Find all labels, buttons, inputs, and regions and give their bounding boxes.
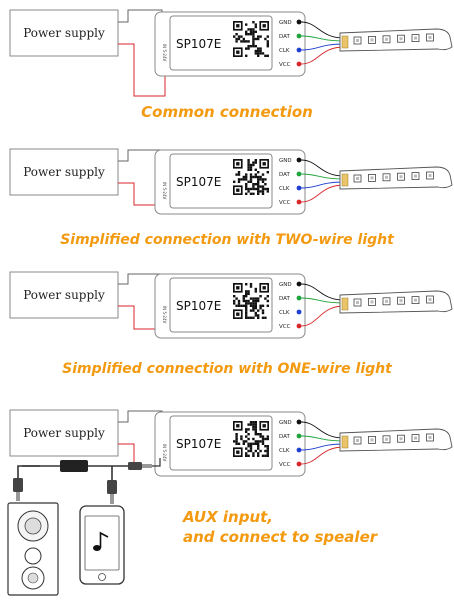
controller-side-label: IN 5-24V xyxy=(162,444,167,462)
power-supply-label: Power supply xyxy=(23,165,105,179)
pin-dot-vcc xyxy=(296,199,302,205)
speaker-icon xyxy=(7,502,59,596)
aux-splitter xyxy=(60,460,88,472)
output-wires xyxy=(300,21,345,65)
pin-dot-gnd xyxy=(296,19,302,25)
qr-code-icon xyxy=(233,159,269,195)
pin-label-clk: CLK xyxy=(279,448,290,454)
pin-label-gnd: GND xyxy=(279,158,292,164)
power-supply-box xyxy=(9,9,119,57)
qr-code-icon xyxy=(233,421,269,457)
output-wires xyxy=(300,421,345,465)
led-strip-icon xyxy=(339,290,453,314)
pin-dot-gnd xyxy=(296,419,302,425)
pin-label-dat: DAT xyxy=(279,434,290,440)
aux-plug-speaker xyxy=(13,478,23,492)
led-strip-icon xyxy=(339,166,453,190)
aux-plug-phone xyxy=(107,480,117,494)
pin-label-clk: CLK xyxy=(279,186,290,192)
power-supply-label: Power supply xyxy=(23,26,105,40)
pin-label-dat: DAT xyxy=(279,296,290,302)
controller-model-label: SP107E xyxy=(176,175,221,189)
caption-aux-line-1: AUX input, xyxy=(182,508,273,526)
qr-code-icon xyxy=(233,283,269,319)
diagram-two-wire: Power supply SP107E IN 5-24V GND DAT CLK… xyxy=(9,148,453,215)
pin-dot-dat xyxy=(296,295,302,301)
pin-dot-clk xyxy=(296,447,302,453)
controller-side-label: IN 5-24V xyxy=(162,182,167,200)
diagram-one-wire: Power supply SP107E IN 5-24V GND DAT CLK… xyxy=(9,271,453,339)
pin-label-dat: DAT xyxy=(279,34,290,40)
output-wires xyxy=(300,283,345,327)
pin-dot-gnd xyxy=(296,157,302,163)
caption-common-connection: Common connection xyxy=(141,103,313,121)
pin-label-vcc: VCC xyxy=(279,462,291,468)
output-wires xyxy=(300,159,345,203)
pin-label-clk: CLK xyxy=(279,48,290,54)
controller-model-label: SP107E xyxy=(176,437,221,451)
aux-plug-controller xyxy=(128,462,142,470)
power-supply-box xyxy=(9,148,119,196)
pin-dot-dat xyxy=(296,171,302,177)
pin-label-gnd: GND xyxy=(279,282,292,288)
pin-dot-clk xyxy=(296,185,302,191)
controller-side-label: IN 5-24V xyxy=(162,306,167,324)
power-supply-box xyxy=(9,409,119,457)
pin-dot-vcc xyxy=(296,323,302,329)
controller-side-label: IN 5-24V xyxy=(162,44,167,62)
pin-label-vcc: VCC xyxy=(279,324,291,330)
pin-dot-clk xyxy=(296,309,302,315)
pin-dot-vcc xyxy=(296,461,302,467)
led-strip-icon xyxy=(339,28,453,52)
controller-model-label: SP107E xyxy=(176,299,221,313)
diagram-common-connection: Power supply SP107E IN 5-24V GND DAT CLK… xyxy=(9,9,453,97)
caption-two-wire: Simplified connection with TWO-wire ligh… xyxy=(60,232,395,248)
pin-label-dat: DAT xyxy=(279,172,290,178)
power-supply-label: Power supply xyxy=(23,288,105,302)
pin-label-vcc: VCC xyxy=(279,62,291,68)
diagram-aux-input: Power supply SP107E IN 5-24V GND DAT CLK… xyxy=(7,409,453,596)
pin-label-vcc: VCC xyxy=(279,200,291,206)
controller-model-label: SP107E xyxy=(176,37,221,51)
aux-cable xyxy=(13,458,161,504)
pin-dot-gnd xyxy=(296,281,302,287)
phone-icon xyxy=(79,505,125,585)
power-supply-label: Power supply xyxy=(23,426,105,440)
caption-one-wire: Simplified connection with ONE-wire ligh… xyxy=(62,361,393,377)
pin-dot-dat xyxy=(296,33,302,39)
pin-label-gnd: GND xyxy=(279,20,292,26)
led-strip-icon xyxy=(339,428,453,452)
pin-label-clk: CLK xyxy=(279,310,290,316)
pin-dot-clk xyxy=(296,47,302,53)
music-note-icon xyxy=(93,531,109,551)
pin-dot-dat xyxy=(296,433,302,439)
power-supply-box xyxy=(9,271,119,319)
pin-dot-vcc xyxy=(296,61,302,67)
qr-code-icon xyxy=(233,21,269,57)
pin-label-gnd: GND xyxy=(279,420,292,426)
caption-aux-line-2: and connect to spealer xyxy=(183,528,379,546)
